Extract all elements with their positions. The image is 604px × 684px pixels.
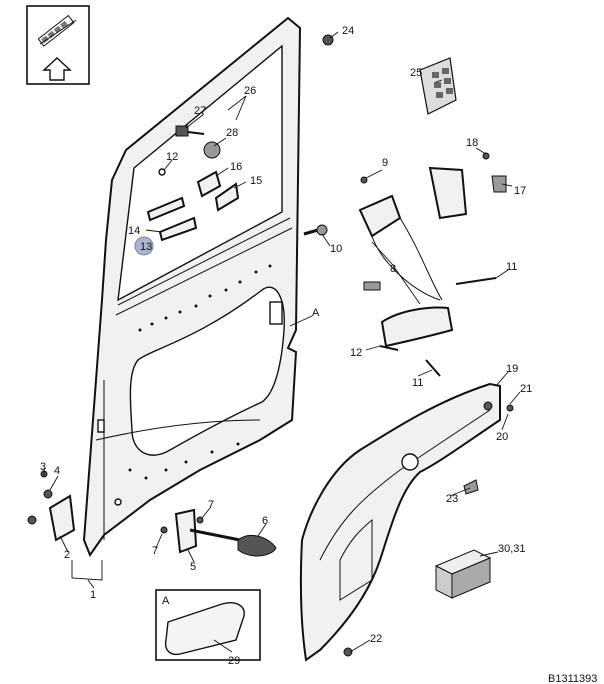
callout-13: 13 bbox=[140, 241, 152, 253]
leader-lines bbox=[43, 31, 521, 653]
callout-11-lower: 11 bbox=[412, 377, 423, 389]
callout-12-lower: 12 bbox=[350, 347, 362, 359]
callout-labels: 1 2 3 4 5 6 7 7 8 9 10 11 11 12 12 13 14… bbox=[40, 25, 597, 684]
repair-kit-box bbox=[434, 549, 492, 599]
callout-a-main: A bbox=[312, 307, 320, 319]
callout-19: 19 bbox=[506, 363, 518, 375]
callout-21: 21 bbox=[520, 383, 532, 395]
callout-14: 14 bbox=[128, 225, 140, 237]
callout-16: 16 bbox=[230, 161, 242, 173]
callout-15: 15 bbox=[250, 175, 262, 187]
callout-24: 24 bbox=[342, 25, 354, 37]
callout-27: 27 bbox=[194, 105, 206, 117]
callout-29: 29 bbox=[228, 655, 240, 667]
callout-3: 3 bbox=[40, 461, 46, 473]
orientation-icon bbox=[26, 5, 90, 85]
trim-panel bbox=[299, 382, 514, 662]
inset-a bbox=[155, 589, 261, 661]
highlight-marker bbox=[134, 236, 154, 256]
bolt-10 bbox=[303, 224, 328, 236]
callout-7-lower: 7 bbox=[152, 545, 158, 557]
callout-12-upper: 12 bbox=[166, 151, 178, 163]
inset-label-a: A bbox=[162, 595, 170, 607]
callout-10: 10 bbox=[330, 243, 342, 255]
callout-28: 28 bbox=[226, 127, 238, 139]
callout-30-31: 30,31 bbox=[498, 543, 526, 555]
callout-22: 22 bbox=[370, 633, 382, 645]
callout-11-upper: 11 bbox=[506, 261, 517, 273]
callout-6: 6 bbox=[262, 515, 268, 527]
inner-handle-parts bbox=[146, 125, 240, 242]
key-fob-25 bbox=[419, 57, 457, 115]
callout-4: 4 bbox=[54, 465, 60, 477]
callout-23: 23 bbox=[446, 493, 458, 505]
callout-9: 9 bbox=[382, 157, 388, 169]
callout-17: 17 bbox=[514, 185, 526, 197]
callout-2: 2 bbox=[64, 549, 70, 561]
callout-18: 18 bbox=[466, 137, 478, 149]
door-frame bbox=[82, 16, 302, 558]
callout-26: 26 bbox=[244, 85, 256, 97]
callout-8: 8 bbox=[390, 263, 396, 275]
lock-mechanism bbox=[358, 152, 507, 377]
callout-20: 20 bbox=[496, 431, 508, 443]
hinge-assembly bbox=[27, 470, 277, 557]
callout-25: 25 bbox=[410, 67, 422, 79]
callout-7-upper: 7 bbox=[208, 499, 214, 511]
drawing-number: B1311393 bbox=[548, 673, 597, 684]
callout-1: 1 bbox=[90, 589, 96, 601]
callout-5: 5 bbox=[190, 561, 196, 573]
